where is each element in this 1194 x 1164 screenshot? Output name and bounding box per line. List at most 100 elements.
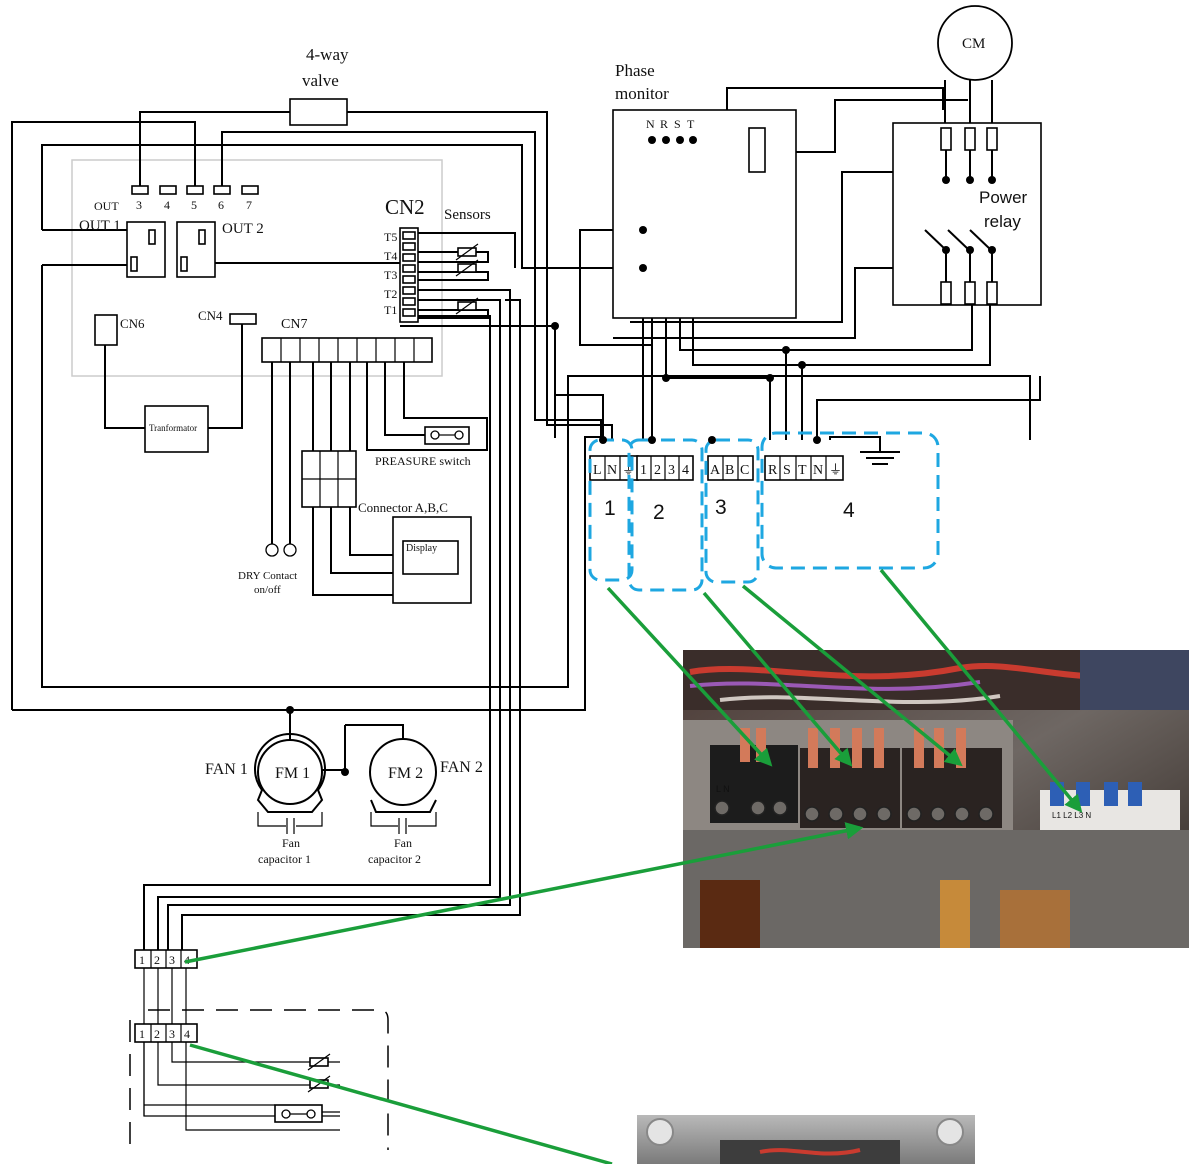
thermistors bbox=[455, 243, 479, 315]
svg-text:B: B bbox=[725, 463, 734, 478]
svg-text:PREASURE switch: PREASURE switch bbox=[375, 454, 471, 468]
svg-text:CM: CM bbox=[962, 36, 985, 52]
lower-terminal-upper: 1 2 3 4 bbox=[134, 949, 198, 969]
four-way-valve: 4-way valve bbox=[289, 45, 349, 126]
svg-text:7: 7 bbox=[246, 198, 252, 212]
terminal-photo: L N L1 L2 L3 N bbox=[683, 650, 1189, 948]
svg-text:1: 1 bbox=[139, 1027, 145, 1041]
svg-text:valve: valve bbox=[302, 71, 339, 90]
svg-text:T2: T2 bbox=[384, 287, 397, 301]
svg-text:Power: Power bbox=[979, 188, 1028, 207]
out2-relay: OUT 2 bbox=[176, 221, 264, 278]
svg-text:S: S bbox=[783, 463, 791, 478]
svg-text:FAN 1: FAN 1 bbox=[205, 761, 248, 778]
svg-text:Tranformator: Tranformator bbox=[149, 423, 197, 433]
svg-text:1: 1 bbox=[640, 463, 647, 478]
svg-text:OUT: OUT bbox=[94, 199, 119, 213]
svg-text:5: 5 bbox=[191, 198, 197, 212]
svg-text:⏚: ⏚ bbox=[829, 462, 842, 477]
group-number-1: 1 bbox=[604, 497, 616, 520]
cn6-connector: CN6 bbox=[94, 314, 145, 346]
pressure-switch: PREASURE switch bbox=[375, 426, 471, 468]
svg-text:FM 2: FM 2 bbox=[388, 765, 423, 782]
svg-text:4: 4 bbox=[682, 463, 689, 478]
svg-text:3: 3 bbox=[136, 198, 142, 212]
svg-text:OUT 2: OUT 2 bbox=[222, 221, 264, 237]
fan-motor-1: FM 1 FAN 1 Fan capacitor 1 bbox=[205, 733, 326, 866]
svg-text:T: T bbox=[798, 463, 807, 478]
terminal-abc: A B C bbox=[707, 455, 754, 481]
power-relay: Power relay bbox=[892, 122, 1042, 306]
svg-text:CN7: CN7 bbox=[281, 317, 307, 332]
svg-text:L N: L N bbox=[716, 784, 730, 794]
svg-text:A: A bbox=[710, 463, 721, 478]
phase-monitor: Phase monitor N R S T bbox=[612, 61, 797, 319]
svg-text:T4: T4 bbox=[384, 249, 397, 263]
connector-abc: Connector A,B,C bbox=[301, 450, 448, 515]
svg-text:2: 2 bbox=[154, 953, 160, 967]
svg-text:FAN 2: FAN 2 bbox=[440, 759, 483, 776]
svg-text:3: 3 bbox=[169, 1027, 175, 1041]
svg-text:Fan: Fan bbox=[282, 836, 300, 850]
terminal-rstn: R S T N ⏚ bbox=[764, 455, 844, 481]
svg-text:L1 L2 L3 N: L1 L2 L3 N bbox=[1052, 811, 1091, 820]
cn4-connector: CN4 bbox=[198, 308, 257, 325]
svg-text:FM 1: FM 1 bbox=[275, 765, 310, 782]
svg-text:S: S bbox=[674, 117, 681, 131]
svg-text:N: N bbox=[646, 117, 655, 131]
wires bbox=[11, 80, 1041, 1131]
svg-text:T1: T1 bbox=[384, 303, 397, 317]
svg-text:capacitor 2: capacitor 2 bbox=[368, 852, 421, 866]
svg-text:CN2: CN2 bbox=[385, 195, 425, 219]
group-outlines bbox=[588, 431, 940, 592]
svg-text:T: T bbox=[687, 117, 695, 131]
svg-text:4-way: 4-way bbox=[306, 45, 349, 64]
svg-text:monitor: monitor bbox=[615, 84, 669, 103]
svg-text:R: R bbox=[768, 463, 778, 478]
svg-text:4: 4 bbox=[164, 198, 170, 212]
cn2-connector: CN2 T5 T4 T3 T2 T1 bbox=[384, 195, 425, 323]
svg-text:1: 1 bbox=[139, 953, 145, 967]
svg-text:L: L bbox=[593, 463, 602, 478]
svg-text:4: 4 bbox=[184, 1027, 190, 1041]
svg-text:2: 2 bbox=[654, 463, 661, 478]
svg-text:N: N bbox=[813, 463, 823, 478]
svg-text:T5: T5 bbox=[384, 230, 397, 244]
svg-text:relay: relay bbox=[984, 212, 1021, 231]
group-number-4: 4 bbox=[843, 499, 855, 522]
svg-text:T3: T3 bbox=[384, 268, 397, 282]
svg-text:R: R bbox=[660, 117, 668, 131]
ground-icon bbox=[860, 451, 900, 465]
junction-dots bbox=[286, 136, 996, 776]
svg-text:DRY Contact: DRY Contact bbox=[238, 570, 297, 582]
control-board bbox=[71, 159, 443, 377]
svg-text:Phase: Phase bbox=[615, 61, 655, 80]
group-number-2: 2 bbox=[653, 501, 665, 524]
out1-relay: OUT 1 bbox=[79, 218, 166, 278]
svg-text:Connector A,B,C: Connector A,B,C bbox=[358, 500, 448, 515]
display-unit: Display bbox=[392, 516, 472, 604]
svg-text:CN6: CN6 bbox=[120, 316, 145, 331]
svg-text:C: C bbox=[740, 463, 749, 478]
svg-text:Fan: Fan bbox=[394, 836, 412, 850]
svg-text:2: 2 bbox=[154, 1027, 160, 1041]
svg-text:OUT 1: OUT 1 bbox=[79, 218, 121, 234]
fan-motor-2: FM 2 FAN 2 Fan capacitor 2 bbox=[368, 738, 483, 866]
cn7-connector: CN7 bbox=[261, 317, 433, 363]
group-number-3: 3 bbox=[715, 496, 727, 519]
svg-text:3: 3 bbox=[668, 463, 675, 478]
dry-contact: DRY Contact on/off bbox=[238, 543, 297, 596]
terminal-1234: 1 2 3 4 bbox=[636, 455, 694, 481]
svg-text:Display: Display bbox=[406, 543, 437, 554]
svg-text:6: 6 bbox=[218, 198, 224, 212]
svg-text:on/off: on/off bbox=[254, 584, 281, 596]
transformer: Tranformator bbox=[144, 405, 209, 453]
out-pins: OUT 3 4 5 6 7 bbox=[94, 185, 259, 213]
compressor-motor: CM bbox=[937, 5, 1013, 81]
svg-text:CN4: CN4 bbox=[198, 308, 223, 323]
sensors-label: Sensors bbox=[444, 207, 491, 223]
outdoor-photo bbox=[637, 1115, 975, 1164]
svg-text:capacitor 1: capacitor 1 bbox=[258, 852, 311, 866]
svg-text:3: 3 bbox=[169, 953, 175, 967]
